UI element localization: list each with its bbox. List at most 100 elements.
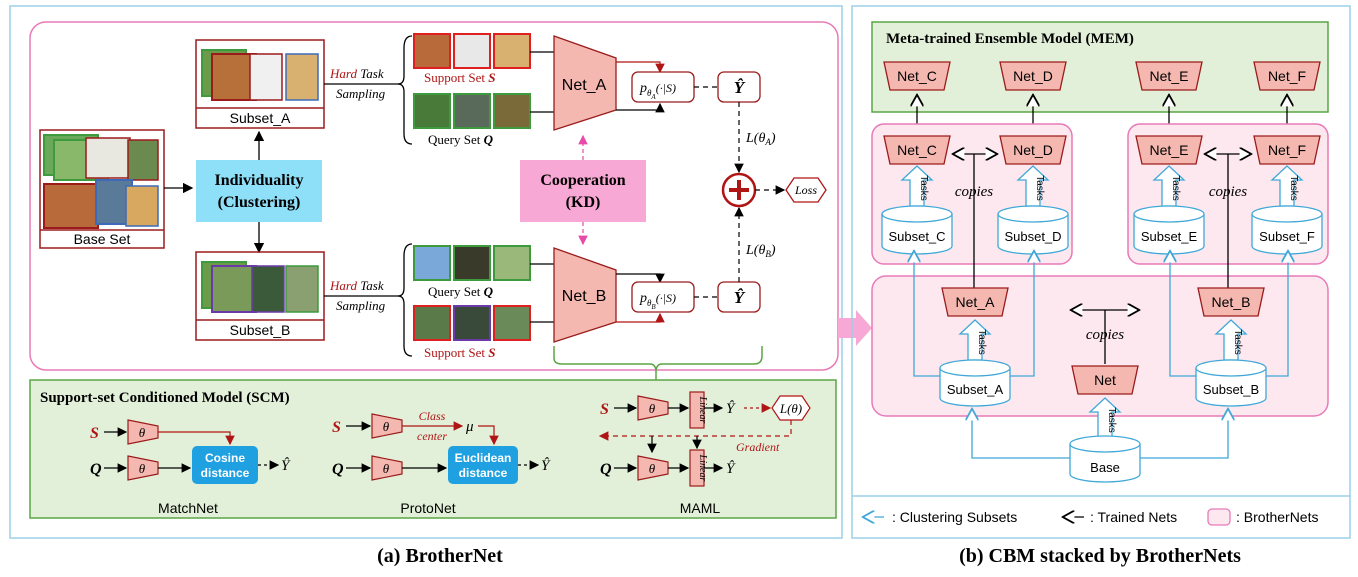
net-a-shape <box>941 287 1009 317</box>
tasks-e: Tasks <box>1170 175 1181 201</box>
mem-title: Meta-trained Ensemble Model (MEM) <box>886 31 1134 47</box>
mem-nets <box>883 61 1321 91</box>
legend-brothernets-icon <box>1207 508 1231 526</box>
group-net-c: Net_C <box>897 142 937 158</box>
maml-loss-hexagon <box>771 395 811 421</box>
support-set-b-label: Support Set S <box>424 345 496 360</box>
maml-theta-q-label: θ <box>649 461 656 476</box>
sampling-a: Sampling <box>336 86 386 101</box>
copies-cd: copies <box>955 184 993 200</box>
panel-b-frame <box>851 5 1351 539</box>
gradient-label: Gradient <box>736 440 780 454</box>
panel-a-frame <box>9 5 843 539</box>
query-set-a-images <box>413 93 531 129</box>
caption-a: (a) BrotherNet <box>377 545 503 567</box>
maml-linear-s-label: Linear <box>697 396 708 424</box>
protonet-s: S <box>332 419 341 436</box>
mem-net-e: Net_E <box>1150 68 1189 84</box>
db-bottom <box>939 359 1267 483</box>
maml-theta-q <box>637 455 669 481</box>
matchnet-theta-q <box>127 455 159 481</box>
net-a-label: Net_A <box>562 77 607 94</box>
subset-f-label: Subset_F <box>1259 229 1315 244</box>
protonet-theta-s-label: θ <box>383 419 390 434</box>
subset-a-label: Subset_A <box>230 110 291 126</box>
group-net-e: Net_E <box>1150 142 1189 158</box>
cosine-box <box>192 446 258 484</box>
tasks-f: Tasks <box>1288 175 1299 201</box>
protonet-label: ProtoNet <box>400 500 455 516</box>
mem-net-d: Net_D <box>1013 68 1053 84</box>
maml-linear-q-label: Linear <box>697 454 708 482</box>
protonet-q: Q <box>332 461 344 478</box>
support-set-b-images <box>413 305 531 341</box>
protonet-yhat: Ŷ <box>541 457 551 474</box>
matchnet-s: S <box>90 425 99 442</box>
net-b-label: Net_B <box>562 288 606 305</box>
protonet-theta-q <box>371 455 403 481</box>
subset-c-label: Subset_C <box>888 229 945 244</box>
base-set-label: Base Set <box>74 231 131 247</box>
copies-ab: copies <box>1086 327 1124 343</box>
prob-b-label: pθB(·|S) <box>639 291 676 311</box>
legend-trained: : Trained Nets <box>1090 509 1177 525</box>
group-net-f: Net_F <box>1268 142 1306 158</box>
subset-d-label: Subset_D <box>1004 229 1061 244</box>
net-b-b-label: Net_B <box>1212 294 1251 310</box>
net-a-b-label: Net_A <box>956 294 996 310</box>
subset-a-images <box>201 49 319 101</box>
subset-b-label: Subset_B <box>230 322 291 338</box>
tasks-d: Tasks <box>1034 175 1045 201</box>
maml-q: Q <box>600 461 612 478</box>
subset-a-b-label: Subset_A <box>947 382 1004 397</box>
loss-a-label: L(θA) <box>745 131 776 147</box>
individuality-box <box>196 160 322 222</box>
maml-yhat-s: Ŷ <box>726 400 736 417</box>
matchnet-q: Q <box>90 461 102 478</box>
cooperation-box <box>520 160 646 222</box>
maml-linear-s <box>689 391 705 429</box>
prob-a-label: pθA(·|S) <box>639 81 676 101</box>
cosine-label: Cosine <box>205 451 245 465</box>
individuality-label: Individuality <box>215 172 304 189</box>
hard-task-a: Hard Task <box>329 66 384 81</box>
mem-net-c: Net_C <box>897 68 937 84</box>
cosine-distance-label: distance <box>201 466 250 480</box>
tasks-arrows-bottom <box>958 319 1248 439</box>
loss-hexagon <box>785 177 827 203</box>
base-label: Base <box>1090 460 1120 475</box>
maml-loss-label: L(θ) <box>779 401 802 416</box>
brace-b <box>397 243 413 357</box>
protonet-theta-s <box>371 413 403 439</box>
tasks-base: Tasks <box>1106 407 1117 433</box>
loss-b-label: L(θB) <box>745 243 776 259</box>
query-set-a-label: Query Set Q <box>428 132 494 147</box>
net-base-shape <box>1071 365 1139 395</box>
maml-label: MAML <box>680 500 721 516</box>
matchnet-theta-s <box>127 419 159 445</box>
maml-theta-s-label: θ <box>649 401 656 416</box>
euclidean-box <box>448 446 518 484</box>
hard-task-b: Hard Task <box>329 278 384 293</box>
matchnet-theta-q-label: θ <box>139 461 146 476</box>
sampling-b: Sampling <box>336 298 386 313</box>
matchnet-label: MatchNet <box>158 500 218 516</box>
subset-b-images <box>201 261 319 313</box>
kd-label: (KD) <box>566 194 601 211</box>
support-set-a-images <box>413 33 531 69</box>
transition-arrow <box>838 310 872 346</box>
class-center-2: center <box>417 429 447 443</box>
yhat-b-label: Ŷ <box>734 288 746 307</box>
euclidean-label: Euclidean <box>455 451 512 465</box>
tasks-c: Tasks <box>918 175 929 201</box>
query-set-b-images <box>413 245 531 281</box>
tasks-b: Tasks <box>1232 329 1243 355</box>
tasks-arrows-top <box>900 165 1304 207</box>
net-b-shape <box>1197 287 1265 317</box>
loss-label: Loss <box>794 183 817 197</box>
clustering-arrows <box>914 252 1288 459</box>
maml-theta-s <box>637 395 669 421</box>
base-set-images <box>43 134 159 229</box>
matchnet-theta-s-label: θ <box>139 425 146 440</box>
